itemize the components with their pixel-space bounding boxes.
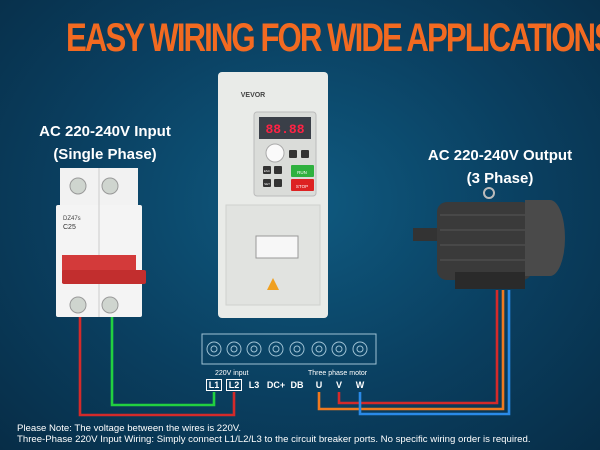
notes: Please Note: The voltage between the wir… [17, 423, 531, 445]
terminal-label: L1 [206, 379, 222, 391]
terminal-screw [268, 341, 284, 357]
vfd-run-button[interactable]: RUN [297, 170, 307, 175]
vfd-esc-button[interactable]: ESC [264, 169, 271, 173]
vfd-brand: VEVOR [241, 92, 266, 99]
terminal-screw [206, 341, 222, 357]
input-label: AC 220-240V Input (Single Phase) [20, 120, 190, 166]
output-label-line1: AC 220-240V Output [427, 147, 573, 164]
terminal-screw-center [335, 345, 343, 353]
terminal-screw-center [272, 345, 280, 353]
output-label: AC 220-240V Output (3 Phase) [405, 144, 595, 190]
terminal-screw [352, 341, 368, 357]
wire-blue-w [358, 290, 511, 416]
circuit-breaker [56, 168, 146, 317]
output-label-line2: (3 Phase) [466, 170, 534, 187]
terminal-block [201, 333, 377, 365]
terminal-label: U [315, 380, 323, 390]
terminal-screw-center [210, 345, 218, 353]
motor [413, 187, 565, 289]
note-line-1: Please Note: The voltage between the wir… [17, 423, 241, 434]
terminal-label: W [355, 380, 365, 390]
terminal-screw [246, 341, 262, 357]
page-title: EASY WIRING FOR WIDE APPLICATIONS [66, 16, 600, 60]
terminal-screw-center [356, 345, 364, 353]
input-label-line1: AC 220-240V Input [39, 123, 171, 140]
terminal-screw [311, 341, 327, 357]
input-label-line2: (Single Phase) [53, 146, 157, 163]
vfd-stop-button[interactable]: STOP [296, 184, 308, 189]
terminal-label: L3 [248, 380, 260, 390]
terminal-screw-center [315, 345, 323, 353]
breaker-model: DZ47s [63, 216, 81, 222]
wire-red-input [78, 305, 236, 417]
note-line-2: Three-Phase 220V Input Wiring: Simply co… [17, 434, 531, 445]
terminal-screw-center [250, 345, 258, 353]
terminal-screw [289, 341, 305, 357]
vfd-set-button[interactable]: SET [264, 182, 270, 186]
terminal-screw-center [230, 345, 238, 353]
breaker-rating: C25 [63, 224, 76, 231]
vfd-drive [218, 72, 328, 318]
wire-red-v [337, 290, 499, 405]
wire-green-input [110, 305, 216, 407]
terminal-screw [331, 341, 347, 357]
terminal-label: L2 [226, 379, 242, 391]
terminal-screw-center [293, 345, 301, 353]
terminal-label: DB [290, 380, 304, 390]
vfd-display: 88.88 [265, 122, 304, 137]
terminal-screw [226, 341, 242, 357]
input-caption: 220V input [215, 370, 249, 377]
wire-orange-u [317, 290, 505, 411]
motor-caption: Three phase motor [308, 370, 368, 377]
terminal-label: DC+ [266, 380, 286, 390]
terminal-label: V [335, 380, 342, 390]
wires [78, 290, 511, 417]
